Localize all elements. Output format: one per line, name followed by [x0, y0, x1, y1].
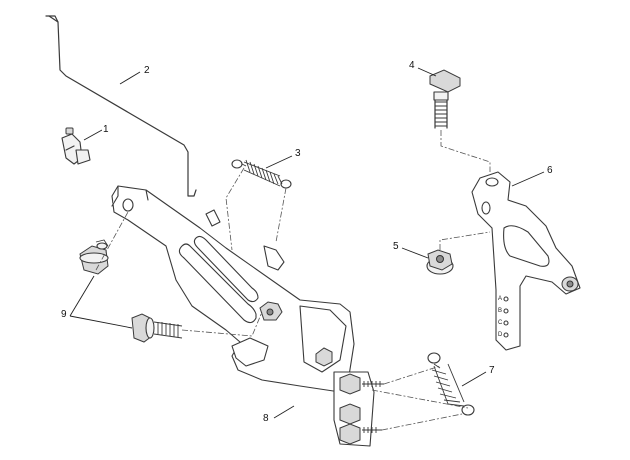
- hex-bolt-lower: [131, 313, 183, 343]
- callout-8: 8: [262, 413, 270, 424]
- callout-6: 6: [546, 165, 554, 176]
- bolt-plate: [333, 371, 384, 447]
- callout-2: 2: [143, 65, 151, 76]
- control-rod: [45, 15, 197, 197]
- bracket-position-label: B: [498, 308, 503, 314]
- bracket-nut: [315, 347, 333, 367]
- upper-spring: [231, 159, 292, 189]
- callout-9: 9: [60, 309, 68, 320]
- callout-4: 4: [408, 60, 416, 71]
- bracket-position-label: D: [498, 332, 503, 338]
- bracket-position-label: C: [498, 320, 503, 326]
- lower-spring: [427, 352, 475, 416]
- adjustment-bracket: [471, 171, 581, 351]
- rod-clip: [61, 127, 91, 165]
- callout-3: 3: [294, 148, 302, 159]
- bracket-position-label: A: [498, 296, 503, 302]
- callout-1: 1: [102, 124, 110, 135]
- hex-bolt-upper: [79, 239, 109, 275]
- control-bracket: [111, 185, 355, 393]
- flange-nut: [426, 249, 454, 275]
- bracket-nut: [259, 301, 283, 321]
- leader-lines: [69, 67, 545, 419]
- callout-5: 5: [392, 241, 400, 252]
- t-bolt: [429, 69, 461, 129]
- callout-7: 7: [488, 365, 496, 376]
- center-lines: [95, 130, 491, 431]
